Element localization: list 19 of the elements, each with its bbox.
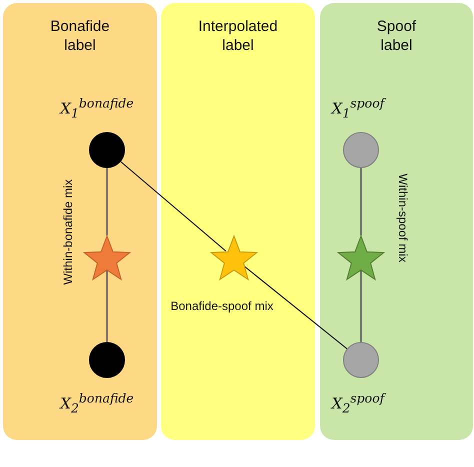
panel-heading: Interpolated label xyxy=(198,17,278,55)
panel-heading: Bonafide label xyxy=(50,17,110,55)
sample-dot xyxy=(343,132,379,168)
sample-dot xyxy=(89,132,125,168)
connector-line xyxy=(106,268,108,342)
mix-label: Within-spoof mix xyxy=(396,174,410,262)
mix-label: Bonafide-spoof mix xyxy=(170,299,274,313)
label-panel xyxy=(320,3,473,440)
connector-line xyxy=(120,161,226,252)
mix-label: Within-bonafide mix xyxy=(61,179,75,285)
panel-heading: Spoof label xyxy=(376,17,416,55)
label-panel xyxy=(3,3,157,440)
star-marker xyxy=(337,234,385,282)
connector-line xyxy=(360,268,362,342)
star-marker xyxy=(83,234,131,282)
label-panel xyxy=(161,3,315,440)
sample-dot xyxy=(89,342,125,378)
sample-dot xyxy=(343,342,379,378)
star-marker xyxy=(210,234,258,282)
